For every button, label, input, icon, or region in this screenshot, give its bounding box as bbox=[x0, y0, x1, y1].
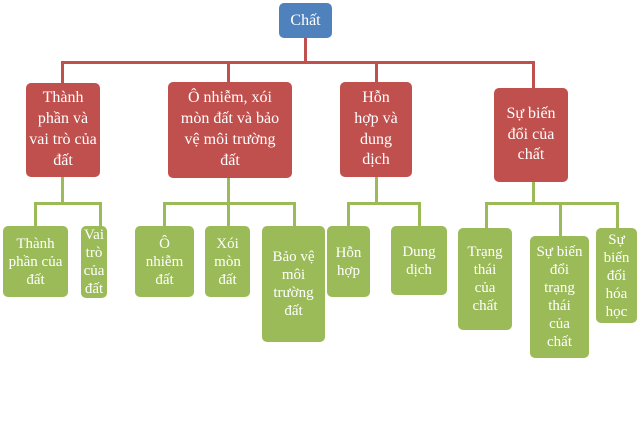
connector-g3-bus bbox=[347, 202, 420, 205]
node-label: Thành phần của đất bbox=[8, 235, 63, 288]
connector-g3-d1 bbox=[347, 202, 350, 226]
connector-g1-d1 bbox=[34, 202, 37, 226]
node-branch-1: Thành phần và vai trò của đất bbox=[26, 83, 100, 177]
connector-g2-d3 bbox=[293, 202, 296, 226]
connector-g4-bus bbox=[485, 202, 619, 205]
node-label: Trạng thái của chất bbox=[467, 244, 503, 314]
connector-drop-4 bbox=[532, 61, 535, 89]
connector-root-stem bbox=[304, 37, 307, 63]
connector-drop-1 bbox=[61, 61, 64, 83]
connector-g2-d2 bbox=[227, 202, 230, 226]
node-branch-3: Hỗn hợp và dung dịch bbox=[340, 82, 412, 177]
node-label: Sự biến đổi trạng thái của chất bbox=[536, 244, 583, 350]
connector-g3-d2 bbox=[418, 202, 421, 226]
connector-drop-3 bbox=[375, 61, 378, 83]
node-label: Xói mòn đất bbox=[214, 235, 241, 288]
connector-g4-d2 bbox=[559, 202, 562, 236]
node-label: Sự biến đổi hóa học bbox=[603, 231, 630, 320]
connector-drop-2 bbox=[227, 61, 230, 83]
connector-g1-d2 bbox=[99, 202, 102, 226]
node-branch-4: Sự biến đổi của chất bbox=[494, 88, 568, 182]
connector-g2-d1 bbox=[163, 202, 166, 226]
node-leaf-4-2: Sự biến đổi trạng thái của chất bbox=[530, 236, 589, 358]
node-branch-2: Ô nhiễm, xói mòn đất và bảo vệ môi trườn… bbox=[168, 82, 292, 178]
node-leaf-1-1: Thành phần của đất bbox=[3, 226, 68, 297]
node-leaf-3-1: Hỗn hợp bbox=[327, 226, 370, 297]
node-label: Sự biến đổi của chất bbox=[506, 104, 556, 164]
connector-g3-stem bbox=[375, 177, 378, 204]
node-leaf-2-2: Xói mòn đất bbox=[205, 226, 250, 297]
connector-g2-stem bbox=[227, 178, 230, 204]
node-leaf-1-2: Vai trò của đất bbox=[81, 226, 107, 298]
node-label: Chất bbox=[290, 11, 321, 29]
node-leaf-2-1: Ô nhiễm đất bbox=[135, 226, 194, 297]
node-label: Vai trò của đất bbox=[83, 227, 105, 297]
node-leaf-2-3: Bảo vệ môi trường đất bbox=[262, 226, 325, 342]
connector-g4-d3 bbox=[616, 202, 619, 228]
connector-g1-stem bbox=[61, 176, 64, 204]
node-label: Thành phần và vai trò của đất bbox=[29, 89, 97, 169]
node-label: Hỗn hợp và dung dịch bbox=[354, 88, 398, 169]
node-leaf-4-1: Trạng thái của chất bbox=[458, 228, 512, 330]
node-leaf-4-3: Sự biến đổi hóa học bbox=[596, 228, 637, 323]
node-root: Chất bbox=[279, 3, 332, 38]
node-label: Ô nhiễm, xói mòn đất và bảo vệ môi trườn… bbox=[180, 89, 280, 169]
node-label: Hỗn hợp bbox=[335, 244, 362, 279]
connector-level1-bus bbox=[61, 61, 535, 64]
node-label: Bảo vệ môi trường đất bbox=[272, 249, 315, 319]
connector-g4-d1 bbox=[485, 202, 488, 228]
connector-g4-stem bbox=[532, 182, 535, 204]
connector-g1-bus bbox=[34, 202, 102, 205]
node-label: Ô nhiễm đất bbox=[145, 235, 184, 288]
node-leaf-3-2: Dung dịch bbox=[391, 226, 447, 295]
node-label: Dung dịch bbox=[402, 243, 436, 278]
